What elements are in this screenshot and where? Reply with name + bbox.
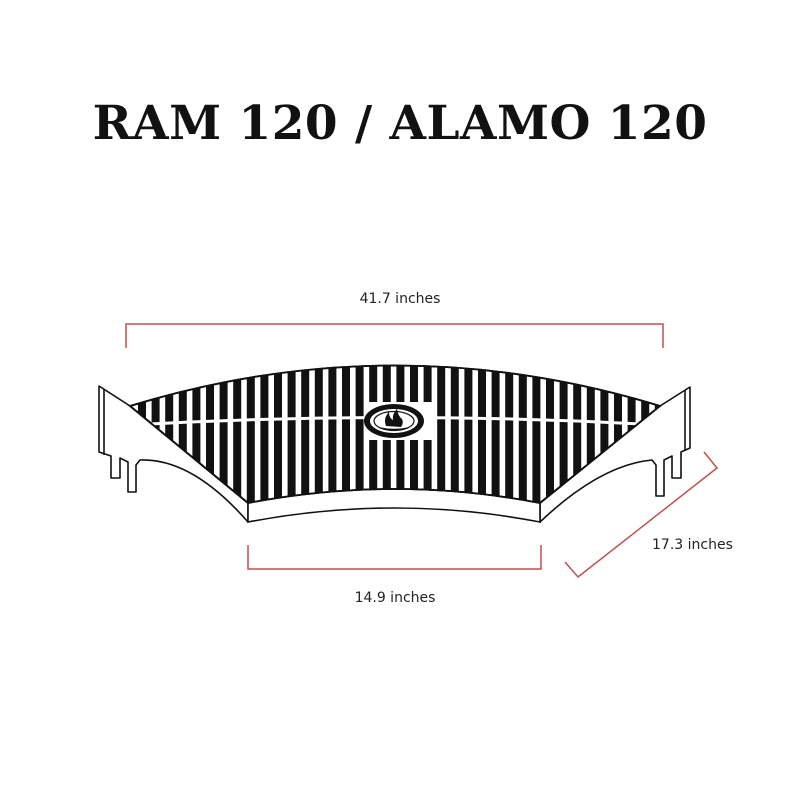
grate-bar xyxy=(505,365,514,503)
grate-bar xyxy=(410,365,418,402)
grate-bar xyxy=(369,365,378,402)
grate-bar xyxy=(233,365,242,503)
grate-bar xyxy=(287,365,296,503)
dimension-line-bottom xyxy=(247,545,542,570)
grate-bar xyxy=(301,365,310,503)
flame-logo-icon xyxy=(364,404,424,438)
grate-bar xyxy=(396,365,405,402)
grate-bar xyxy=(559,365,568,503)
grate-bar xyxy=(573,365,582,503)
grate-bar xyxy=(410,440,418,503)
grate-bar xyxy=(246,365,255,503)
grate-bar xyxy=(342,365,350,503)
page-title: RAM 120 / ALAMO 120 xyxy=(92,96,708,151)
label-top-width: 41.7 inches xyxy=(360,291,441,307)
grate-bar xyxy=(219,365,228,503)
right-side-panel xyxy=(539,386,691,523)
grate-bar xyxy=(423,365,432,402)
dimension-bottom-width: 14.9 inches xyxy=(247,545,542,606)
grate-bar xyxy=(178,365,187,503)
grate-bar xyxy=(423,440,432,503)
grate-bar xyxy=(614,365,622,503)
grate-bar xyxy=(314,365,323,503)
grate-bar xyxy=(546,365,554,503)
grate-bar xyxy=(355,365,364,503)
grate-bar xyxy=(478,365,486,503)
left-side-panel xyxy=(98,385,249,523)
grate-bar xyxy=(382,365,391,402)
grate-bar xyxy=(464,365,473,503)
grate-bar xyxy=(369,440,378,503)
grate-bar xyxy=(437,365,446,503)
grate-bar xyxy=(165,365,174,503)
dimension-top-width: 41.7 inches xyxy=(125,291,664,348)
dimension-depth: 17.3 inches xyxy=(564,451,733,579)
grate-bar xyxy=(260,365,269,503)
label-depth: 17.3 inches xyxy=(652,537,733,553)
grate-bar xyxy=(192,365,201,503)
grate-bar xyxy=(450,365,459,503)
grate-bar xyxy=(274,365,282,503)
label-bottom-width: 14.9 inches xyxy=(355,590,436,606)
dimension-line-top xyxy=(125,323,664,348)
grate-bar xyxy=(532,365,541,503)
grate-bar xyxy=(328,365,337,503)
grate-bar xyxy=(206,365,214,503)
grate-bar xyxy=(491,365,500,503)
grate-bar xyxy=(396,440,405,503)
grate-bar xyxy=(382,440,391,503)
grate-bar xyxy=(518,365,527,503)
grate-bar xyxy=(600,365,609,503)
dimension-line-depth xyxy=(564,451,719,579)
grate-bar xyxy=(586,365,595,503)
